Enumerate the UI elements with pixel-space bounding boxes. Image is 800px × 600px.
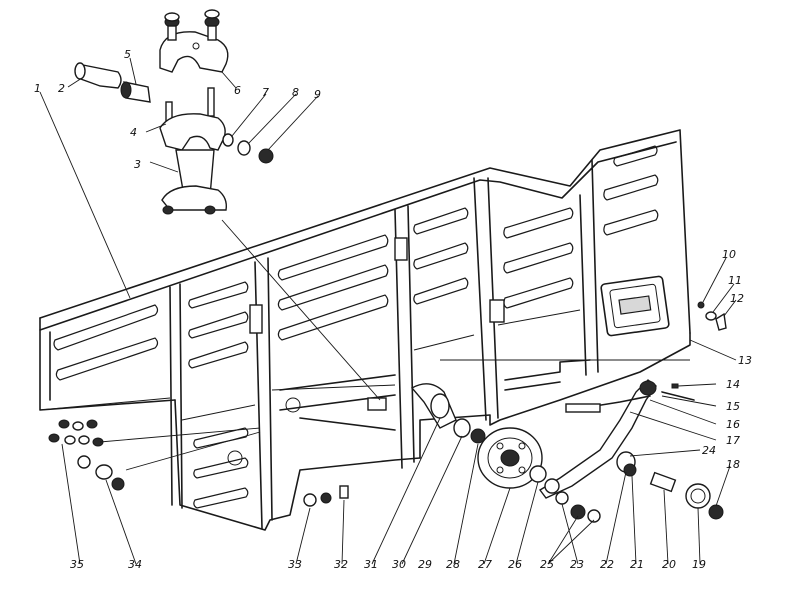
callout-32: 32 — [334, 558, 348, 571]
callout-17: 17 — [726, 434, 740, 447]
part-6-bearing-cap — [159, 9, 229, 73]
callout-29: 29 — [418, 558, 432, 571]
callout-1: 1 — [34, 82, 41, 95]
callout-2: 2 — [58, 82, 65, 95]
callout-13: 13 — [738, 354, 752, 367]
callout-6: 6 — [234, 84, 241, 97]
lever-assembly — [538, 379, 695, 499]
callout-11: 11 — [728, 274, 742, 287]
callout-14: 14 — [726, 378, 740, 391]
callout-16: 16 — [726, 418, 740, 431]
callout-7: 7 — [262, 86, 269, 99]
callout-25: 25 — [540, 558, 554, 571]
callout-21: 21 — [630, 558, 644, 571]
callout-20: 20 — [662, 558, 676, 571]
callout-23: 23 — [570, 558, 584, 571]
leader-lines — [39, 57, 737, 565]
callout-24: 24 — [702, 444, 716, 457]
left-small-parts — [48, 419, 349, 507]
part-2-pin — [74, 62, 122, 89]
parts-7-8-9-washers-nut — [222, 133, 274, 164]
callout-30: 30 — [392, 558, 406, 571]
shaft-sleeve-31 — [410, 383, 457, 429]
callout-labels: 1 2 3 4 5 6 7 8 9 10 11 12 13 14 15 16 1… — [34, 48, 752, 571]
part-3-bracket — [159, 87, 228, 215]
pulley-hub — [477, 427, 543, 489]
callout-27: 27 — [478, 558, 492, 571]
callout-34: 34 — [128, 558, 142, 571]
callout-31: 31 — [364, 558, 378, 571]
callout-5: 5 — [124, 48, 131, 61]
callout-9: 9 — [314, 88, 321, 101]
callout-15: 15 — [726, 400, 740, 413]
callout-33: 33 — [288, 558, 302, 571]
callout-4: 4 — [130, 126, 137, 139]
callout-28: 28 — [446, 558, 460, 571]
small-parts-right — [453, 418, 724, 523]
callout-18: 18 — [726, 458, 740, 471]
parts-10-11-12-fasteners — [697, 301, 727, 331]
callout-10: 10 — [722, 248, 736, 261]
callout-12: 12 — [730, 292, 744, 305]
callout-35: 35 — [70, 558, 84, 571]
part-5-bushing — [120, 81, 151, 103]
callout-3: 3 — [134, 158, 141, 171]
callout-22: 22 — [600, 558, 614, 571]
callout-8: 8 — [292, 86, 299, 99]
callout-19: 19 — [692, 558, 706, 571]
callout-26: 26 — [508, 558, 522, 571]
